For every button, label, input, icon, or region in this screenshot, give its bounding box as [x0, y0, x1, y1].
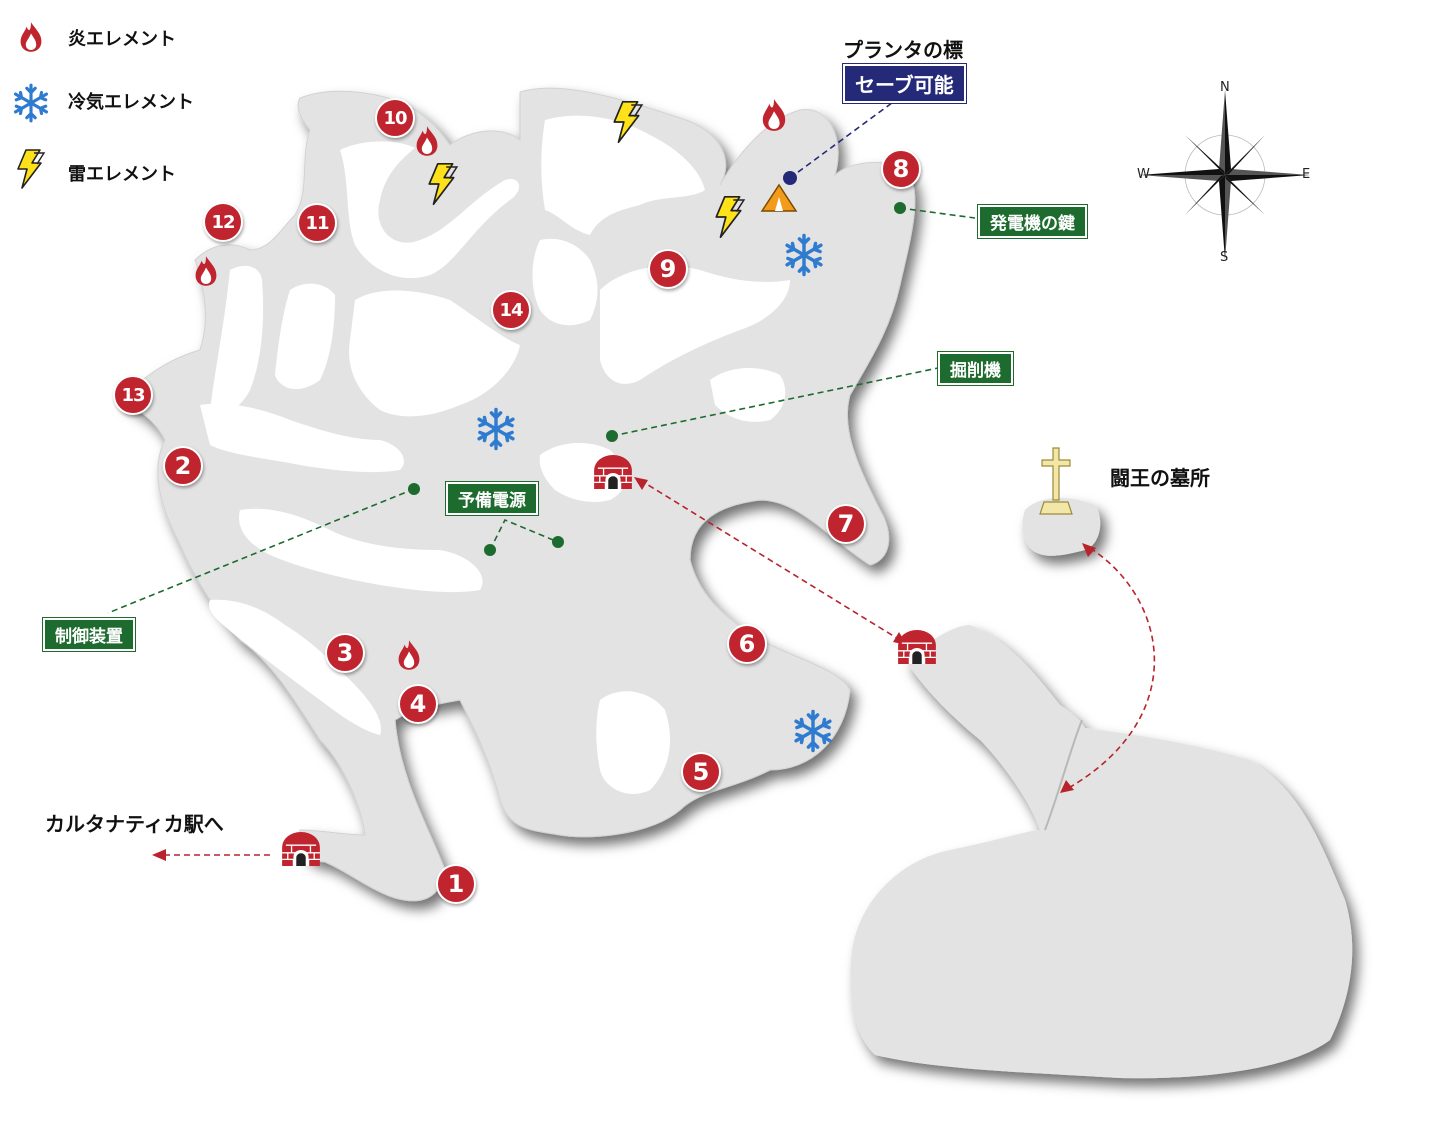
tomb-label: 闘王の墓所: [1110, 466, 1210, 490]
connector-generator-key: [899, 207, 976, 219]
generator-key-tag[interactable]: 発電機の鍵: [978, 205, 1087, 238]
control-device-tag[interactable]: 制御装置: [43, 618, 135, 651]
save-point-dot[interactable]: [783, 171, 797, 185]
drill-dot[interactable]: [606, 430, 618, 442]
connector-control-device: [107, 488, 415, 614]
marker-7[interactable]: 7: [826, 504, 866, 544]
cross-icon[interactable]: [1039, 447, 1073, 515]
marker-2[interactable]: 2: [163, 446, 203, 486]
reserve-power-dot-2[interactable]: [552, 536, 564, 548]
fire-icon: [20, 22, 42, 52]
reserve-power-dot-1[interactable]: [484, 544, 496, 556]
station-label[interactable]: カルタナティカ駅へ: [45, 812, 224, 836]
connector-reserve-power: [489, 518, 559, 551]
tunnel-icon[interactable]: [593, 455, 633, 489]
connector-drill: [611, 367, 939, 437]
legend-fire-label: 炎エレメント: [68, 29, 176, 50]
marker-10[interactable]: 10: [375, 98, 415, 138]
marker-5[interactable]: 5: [681, 752, 721, 792]
snowflake-icon: [13, 83, 49, 123]
control-device-dot[interactable]: [408, 483, 420, 495]
marker-3[interactable]: 3: [325, 633, 365, 673]
save-badge[interactable]: セーブ可能: [843, 64, 966, 103]
pranta-label: プランタの標: [843, 38, 963, 62]
compass-west: W: [1137, 167, 1150, 182]
marker-12[interactable]: 12: [203, 202, 243, 242]
compass-north: N: [1220, 80, 1230, 95]
marker-9[interactable]: 9: [648, 249, 688, 289]
generator-key-dot[interactable]: [894, 202, 906, 214]
tent-icon[interactable]: [760, 183, 798, 212]
marker-14[interactable]: 14: [491, 290, 531, 330]
connectors: [107, 96, 1156, 856]
legend-ice-label: 冷気エレメント: [68, 92, 194, 113]
cave-walls: [200, 115, 790, 794]
compass-east: E: [1302, 167, 1311, 182]
marker-1[interactable]: 1: [436, 864, 476, 904]
drill-tag[interactable]: 掘削機: [938, 352, 1013, 385]
marker-13[interactable]: 13: [113, 375, 153, 415]
route-arrowheads: [152, 477, 1096, 861]
route-tunnel: [639, 479, 901, 641]
compass-south: S: [1220, 250, 1229, 265]
legend-thunder-label: 雷エレメント: [68, 164, 176, 185]
compass-rose-icon: [1140, 90, 1310, 260]
fire-icon[interactable]: [762, 99, 786, 131]
marker-4[interactable]: 4: [398, 684, 438, 724]
poi-dots: [408, 171, 906, 556]
marker-11[interactable]: 11: [297, 203, 337, 243]
marker-8[interactable]: 8: [881, 149, 921, 189]
reserve-power-tag[interactable]: 予備電源: [446, 482, 538, 515]
connector-save: [789, 96, 901, 179]
tunnel-icon[interactable]: [897, 630, 937, 664]
ridge-line: [1044, 719, 1083, 831]
landmass-southeast: [850, 498, 1353, 1079]
marker-6[interactable]: 6: [727, 624, 767, 664]
lightning-icon: [17, 149, 45, 189]
tunnel-icon[interactable]: [281, 832, 321, 866]
